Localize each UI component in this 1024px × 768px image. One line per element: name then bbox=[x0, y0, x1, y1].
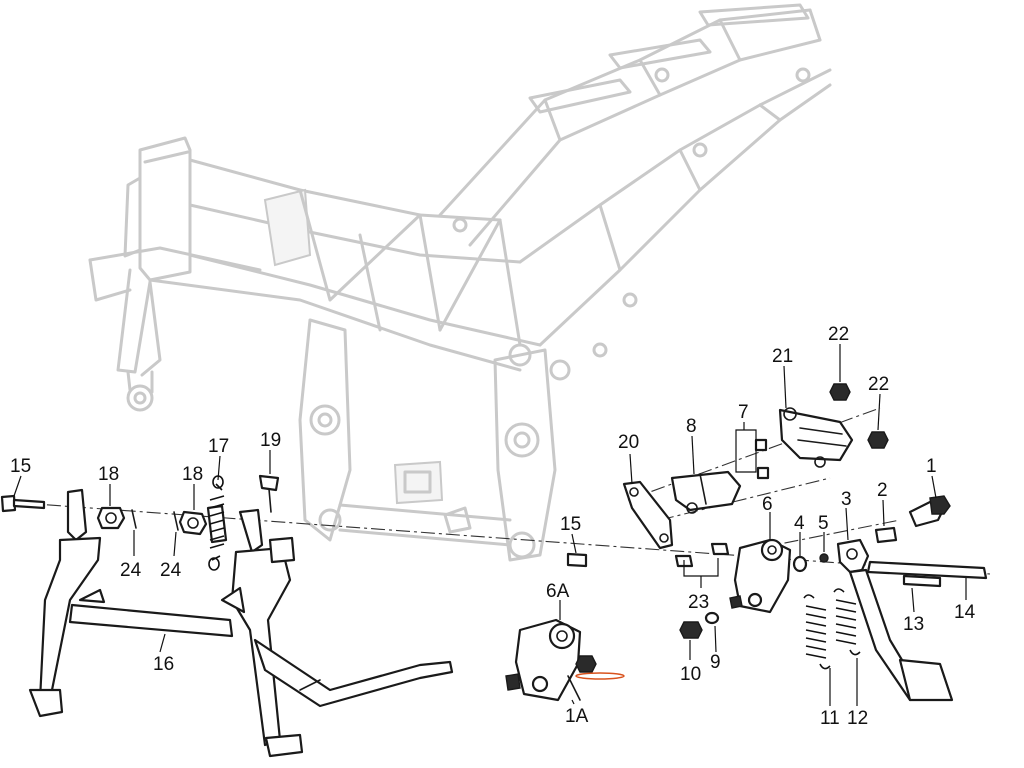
callout-13: 13 bbox=[903, 614, 924, 635]
center-stand bbox=[28, 488, 454, 758]
callout-20: 20 bbox=[618, 432, 639, 453]
callout-8: 8 bbox=[686, 416, 697, 437]
side-stand-bracket bbox=[505, 538, 792, 702]
callout-17: 17 bbox=[208, 436, 229, 457]
callout-3: 3 bbox=[841, 489, 852, 510]
callout-23: 23 bbox=[688, 592, 709, 613]
right-fasteners bbox=[674, 495, 988, 639]
callout-9: 9 bbox=[710, 652, 721, 673]
callout-14: 14 bbox=[954, 602, 976, 623]
callout-4: 4 bbox=[794, 513, 805, 534]
callout-18-left: 18 bbox=[98, 464, 119, 485]
callout-6: 6 bbox=[762, 494, 773, 515]
callout-5: 5 bbox=[818, 513, 829, 534]
callout-15-left: 15 bbox=[10, 456, 31, 477]
callout-22-right: 22 bbox=[868, 374, 889, 395]
callout-2: 2 bbox=[877, 480, 888, 501]
side-stand-springs bbox=[803, 588, 861, 670]
callout-7: 7 bbox=[738, 402, 749, 423]
callout-22-top: 22 bbox=[828, 324, 849, 345]
callout-15-right: 15 bbox=[560, 514, 581, 535]
side-stand-switch-assembly bbox=[622, 383, 889, 550]
callout-6a: 6A bbox=[546, 581, 570, 602]
callout-19: 19 bbox=[260, 430, 281, 451]
callout-1: 1 bbox=[926, 456, 937, 477]
side-stand bbox=[836, 538, 954, 702]
callout-18-right: 18 bbox=[182, 464, 203, 485]
callout-16: 16 bbox=[153, 654, 174, 675]
leader-lines bbox=[13, 344, 967, 706]
callout-1a: 1A bbox=[565, 706, 589, 727]
callout-10: 10 bbox=[680, 664, 701, 685]
callout-21: 21 bbox=[772, 346, 793, 367]
callout-11: 11 bbox=[820, 708, 840, 729]
left-fasteners bbox=[0, 474, 588, 568]
motorcycle-frame bbox=[88, 3, 832, 562]
callout-24-right: 24 bbox=[160, 560, 182, 581]
callout-12: 12 bbox=[847, 708, 868, 729]
callout-labels: 1 1A 2 3 4 5 6 6A 7 8 9 10 11 12 13 14 1… bbox=[10, 324, 976, 729]
callout-24-left: 24 bbox=[120, 560, 142, 581]
